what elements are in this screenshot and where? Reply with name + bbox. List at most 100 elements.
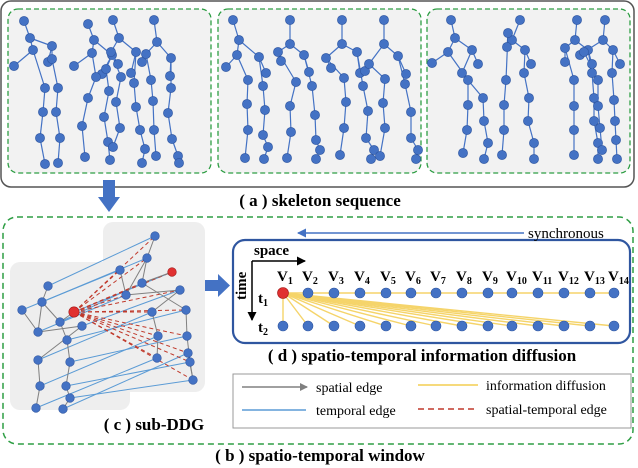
skeleton-joint	[501, 75, 511, 85]
t2-node	[608, 320, 620, 332]
skeleton-joint	[53, 158, 63, 168]
skeleton-joint	[261, 68, 271, 78]
skeleton-joint	[337, 39, 347, 49]
skeleton-bone	[583, 51, 599, 81]
t2-node	[584, 320, 596, 332]
vertex-label: V14	[608, 269, 629, 287]
skeleton-joint	[40, 159, 50, 169]
skeleton-joint	[339, 73, 349, 83]
diffusion-edge	[282, 292, 615, 327]
skeleton-joint	[560, 57, 570, 67]
skeleton-joint	[411, 154, 421, 164]
skeleton	[9, 16, 65, 169]
skeleton-joint	[361, 133, 371, 143]
temporal-edge	[37, 311, 153, 361]
skeleton-joint	[304, 67, 314, 77]
skeleton-joint	[254, 52, 264, 62]
t1-node	[354, 287, 366, 299]
t2-node	[506, 320, 518, 332]
skeleton-joint	[89, 35, 99, 45]
skeleton-joint	[25, 33, 35, 43]
diffusion-edge	[282, 292, 361, 327]
t2-node	[532, 320, 544, 332]
skeleton-joint	[163, 108, 173, 118]
skeleton-joint	[520, 45, 530, 55]
skeleton-joint	[598, 35, 608, 45]
t2-label: t2	[258, 320, 268, 338]
diffusion-edge	[282, 292, 335, 327]
skeleton-joint	[114, 33, 124, 43]
vertex-label: V7	[430, 269, 446, 287]
source-node	[277, 287, 289, 299]
skeleton-joint	[310, 110, 320, 120]
skeleton-joint	[615, 59, 625, 69]
ddg-joint	[142, 253, 152, 263]
ddg-joint	[55, 317, 65, 327]
spatial-edge	[141, 282, 187, 311]
t2-node	[380, 320, 392, 332]
skeleton-joint	[111, 97, 121, 107]
spatial-temporal-edge	[73, 235, 156, 313]
skeleton-joint	[137, 57, 147, 67]
skeleton-joint	[589, 93, 599, 103]
skeleton-joint	[364, 59, 374, 69]
skeleton-joint	[393, 51, 403, 61]
skeleton-joint	[51, 107, 61, 117]
ddg-joint	[37, 297, 47, 307]
skeleton-joint	[131, 47, 141, 57]
space-label: space	[254, 243, 289, 259]
skeleton-joint	[593, 75, 603, 85]
skeleton-joint	[221, 62, 231, 72]
skeleton-joint	[406, 107, 416, 117]
skeleton-joint	[47, 41, 57, 51]
skeleton	[137, 15, 184, 168]
skeleton-joint	[363, 106, 373, 116]
vertex-label: V12	[558, 269, 579, 287]
skeleton-joint	[311, 135, 321, 145]
caption-b: ( b ) spatio-temporal window	[215, 446, 425, 465]
ddg-joint	[61, 381, 71, 391]
t1-node	[584, 287, 596, 299]
skeleton-joint	[273, 47, 283, 57]
skeleton-joint	[263, 142, 273, 152]
skeleton-joint	[600, 15, 610, 25]
skeleton-joint	[228, 15, 238, 25]
skeleton-joint	[597, 145, 607, 155]
ddg-joint	[175, 285, 185, 295]
ddg-joint	[68, 306, 80, 318]
legend-box	[232, 373, 632, 429]
vertex-label: V8	[456, 269, 472, 287]
skeleton-joint	[570, 35, 580, 45]
skeleton-joint	[379, 39, 389, 49]
skeleton-bone	[81, 125, 86, 158]
skeleton-joint	[166, 83, 176, 93]
legend-st-label: spatial-temporal edge	[486, 403, 607, 418]
skeleton	[69, 19, 117, 165]
skeleton-joint	[529, 154, 539, 164]
vertex-label: V11	[532, 269, 552, 287]
ddg-joint	[115, 265, 125, 275]
skeleton-joint	[326, 63, 336, 73]
arrow-a-to-b	[98, 180, 120, 212]
skeleton-joint	[105, 155, 115, 165]
diffusion-edge	[282, 292, 387, 327]
ddg-joint	[31, 403, 41, 413]
temporal-edge	[66, 309, 187, 341]
skeleton-joint	[258, 130, 268, 140]
skeleton-joint	[458, 148, 468, 158]
skeleton-joint	[69, 61, 79, 71]
ddg-joint	[183, 348, 193, 358]
ddg-joint	[65, 357, 75, 367]
skeleton-joint	[524, 93, 534, 103]
t2-node	[354, 320, 366, 332]
skeleton-joint	[607, 68, 617, 78]
vertex-label: V9	[482, 269, 498, 287]
skeleton-joint	[149, 125, 159, 135]
skeleton-joint	[115, 123, 125, 133]
skeletons	[9, 15, 625, 169]
diffusion-edge	[282, 292, 437, 327]
skeleton-joint	[413, 145, 423, 155]
skeleton-joint	[126, 68, 136, 78]
skeleton-joint	[380, 123, 390, 133]
skeleton-joint	[502, 42, 512, 52]
